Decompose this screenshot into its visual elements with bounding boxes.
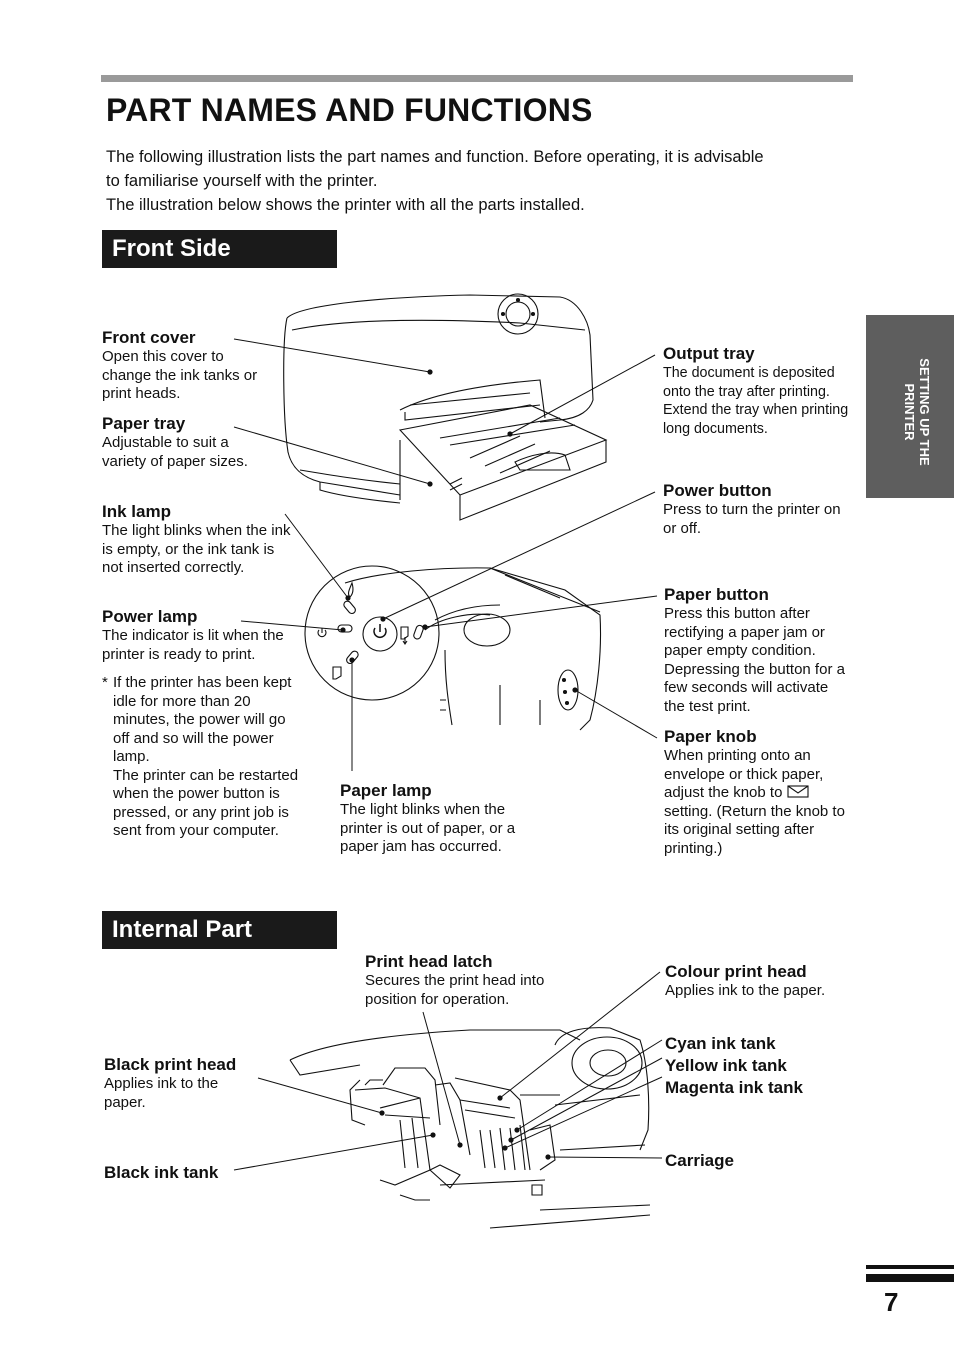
colour-print-head-heading: Colour print head (665, 962, 807, 981)
paper-lamp-heading: Paper lamp (340, 781, 432, 800)
carriage-heading: Carriage (665, 1151, 734, 1170)
intro-line-2: to familiarise yourself with the printer… (106, 172, 378, 190)
intro-line-1: The following illustration lists the par… (106, 148, 764, 166)
output-tray-description: The document is deposited onto the tray … (663, 365, 849, 437)
label-black-ink-tank: Black ink tank (104, 1163, 254, 1183)
front-cover-heading: Front cover (102, 328, 196, 347)
intro-line-3: The illustration below shows the printer… (106, 196, 585, 214)
leader-lines (233, 338, 663, 1171)
ink-lamp-heading: Ink lamp (102, 502, 171, 521)
power-lamp-description: The indicator is lit when the printer is… (102, 627, 284, 663)
power-off-note: * If the printer has been kept idle for … (102, 674, 302, 841)
paper-button-description: Press this button after rectifying a pap… (664, 605, 845, 715)
intro-text: The following illustration lists the par… (106, 145, 856, 217)
print-head-latch-description: Secures the print head into position for… (365, 972, 545, 1008)
yellow-ink-tank-label: Yellow ink tank (665, 1056, 787, 1075)
paper-lamp-description: The light blinks when the printer is out… (340, 801, 516, 855)
label-ink-lamp: Ink lamp The light blinks when the ink i… (102, 502, 292, 578)
label-black-print-head: Black print head Applies ink to the pape… (104, 1055, 264, 1112)
control-panel-drawing (304, 565, 602, 731)
leader-dots (340, 369, 578, 1160)
power-button-description: Press to turn the printer on or off. (663, 501, 841, 537)
paper-tray-description: Adjustable to suit a variety of paper si… (102, 434, 248, 470)
section-heading-internal-part: Internal Part (102, 911, 337, 949)
label-paper-button: Paper button Press this button after rec… (664, 585, 849, 716)
footer-rule-thin (866, 1265, 954, 1269)
label-power-button: Power button Press to turn the printer o… (663, 481, 848, 538)
label-output-tray: Output tray The document is deposited on… (663, 344, 853, 438)
paper-knob-heading: Paper knob (664, 727, 757, 746)
page-number: 7 (884, 1287, 899, 1317)
label-print-head-latch: Print head latch Secures the print head … (365, 952, 575, 1009)
internal-printer-drawing (289, 1027, 651, 1229)
footer-rule-thick (866, 1274, 954, 1282)
envelope-icon (787, 785, 809, 798)
paper-knob-description: When printing onto an envelope or thick … (664, 747, 852, 858)
section-heading-front-side: Front Side (102, 230, 337, 268)
label-paper-lamp: Paper lamp The light blinks when the pri… (340, 781, 550, 857)
output-tray-heading: Output tray (663, 344, 755, 363)
front-cover-description: Open this cover to change the ink tanks … (102, 348, 258, 402)
page-title: PART NAMES AND FUNCTIONS (106, 92, 593, 128)
label-front-cover: Front cover Open this cover to change th… (102, 328, 272, 404)
side-tab: SETTING UP THE PRINTER (866, 315, 954, 498)
paper-knob-description-end: setting. (Return the knob to its origina… (664, 802, 845, 857)
note-text-1: If the printer has been kept idle for mo… (113, 674, 292, 765)
black-print-head-heading: Black print head (104, 1055, 237, 1074)
label-paper-tray: Paper tray Adjustable to suit a variety … (102, 414, 277, 471)
colour-print-head-description: Applies ink to the paper. (665, 982, 826, 999)
label-power-lamp: Power lamp The indicator is lit when the… (102, 607, 307, 664)
top-rule (101, 75, 853, 82)
label-carriage: Carriage (665, 1151, 815, 1171)
paper-button-heading: Paper button (664, 585, 769, 604)
front-printer-drawing (283, 293, 608, 521)
note-asterisk: * (102, 674, 108, 691)
label-colour-print-head: Colour print head Applies ink to the pap… (665, 962, 855, 1001)
power-lamp-heading: Power lamp (102, 607, 198, 626)
black-ink-tank-heading: Black ink tank (104, 1163, 219, 1182)
note-text-2: The printer can be restarted when the po… (113, 766, 299, 840)
cyan-ink-tank-label: Cyan ink tank (665, 1034, 776, 1053)
black-print-head-description: Applies ink to the paper. (104, 1075, 219, 1111)
ink-lamp-description: The light blinks when the ink is empty, … (102, 522, 291, 576)
paper-tray-heading: Paper tray (102, 414, 186, 433)
print-head-latch-heading: Print head latch (365, 952, 493, 971)
magenta-ink-tank-label: Magenta ink tank (665, 1078, 803, 1097)
label-paper-knob: Paper knob When printing onto an envelop… (664, 727, 852, 858)
label-ink-tanks: Cyan ink tank Yellow ink tank Magenta in… (665, 1033, 855, 1099)
paper-knob-description-start: When printing onto an envelope or thick … (664, 747, 824, 801)
power-button-heading: Power button (663, 481, 772, 500)
